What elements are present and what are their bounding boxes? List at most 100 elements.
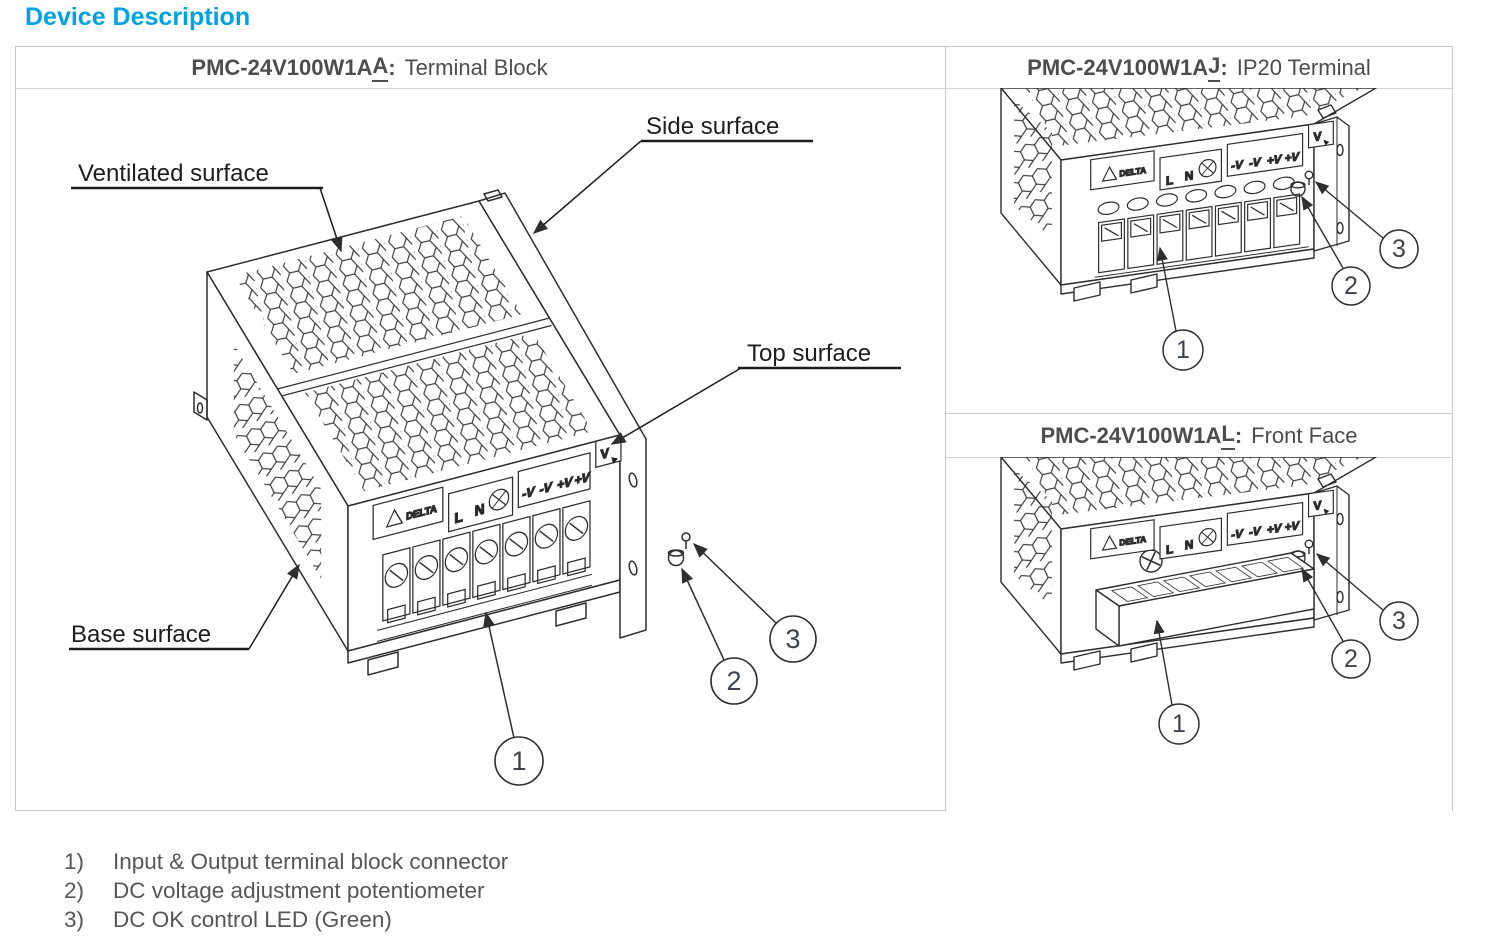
potentiometer: [1290, 181, 1306, 197]
left-ear: [193, 391, 208, 421]
output-label-box: [1226, 501, 1304, 547]
brand-logo: DELTA: [1119, 534, 1146, 548]
output-label-2: -V: [1249, 525, 1262, 539]
legend-item-1: 1)Input & Output terminal block connecto…: [64, 847, 508, 876]
output-label-3: +V: [557, 474, 574, 492]
output-label-1: -V: [1231, 528, 1244, 542]
dc-ok-led: [1304, 539, 1314, 554]
base-lip: [1060, 617, 1315, 664]
side-plate-ear: [1317, 473, 1337, 488]
model-colon: :: [388, 54, 396, 80]
output-label-3: +V: [1267, 153, 1283, 167]
side-plate: [1313, 116, 1350, 252]
side-leader: [532, 140, 642, 234]
base-feet: [367, 602, 587, 676]
potentiometer-symbol: [1198, 158, 1217, 178]
callout-1-leader: [1153, 619, 1173, 706]
callout-3-circle: [769, 615, 817, 663]
callout-2-leader: [1301, 567, 1344, 642]
callout-3-leader: [692, 542, 777, 624]
vent-pattern-front: [304, 333, 593, 491]
vent-pattern-top: [1024, 88, 1362, 146]
panel-front-face: PMC-24V100W1A L: Front Face: [946, 413, 1452, 811]
brand-logo: DELTA: [1119, 165, 1146, 179]
dc-ok-label: V: [1314, 498, 1322, 513]
legend-number: 3): [64, 907, 85, 932]
front-cover: [1095, 552, 1315, 647]
neutral-terminal-label: N: [1185, 168, 1194, 183]
neutral-terminal-label: N: [1185, 537, 1194, 552]
side-plate-slot-top: [1336, 143, 1344, 157]
callout-3-number: 3: [1392, 235, 1406, 263]
terminal-block-connector: [1094, 193, 1309, 278]
side-plate-slot-bottom: [1336, 221, 1344, 235]
side-plate-slot-top: [628, 472, 638, 488]
model-suffix-letter: J: [1208, 53, 1221, 82]
top-surface-label: Top surface: [747, 340, 871, 367]
output-label-4: +V: [1285, 520, 1301, 534]
vent-pattern-left: [233, 344, 322, 579]
output-label-box: [517, 452, 591, 509]
model-number: PMC-24V100W1A: [1040, 422, 1222, 448]
neutral-terminal-label: N: [475, 500, 485, 519]
dc-ok-led: [1304, 170, 1314, 185]
terminal-block-drawing: DELTA L N -V -V +V +V V: [69, 113, 901, 786]
variant-name: Terminal Block: [404, 54, 548, 80]
device-enclosure: [1000, 88, 1377, 302]
side-plate-ear: [1317, 104, 1337, 119]
callout-2-number: 2: [1344, 645, 1358, 673]
callout-1-number: 1: [1172, 710, 1186, 738]
ventilated-surface-label: Ventilated surface: [78, 160, 269, 187]
legend-number: 1): [64, 849, 85, 874]
variant-name: Front Face: [1251, 422, 1358, 448]
variant-name: IP20 Terminal: [1236, 54, 1371, 80]
base-surface-label: Base surface: [71, 621, 211, 648]
callout-legend: 1)Input & Output terminal block connecto…: [64, 847, 508, 934]
output-label-2: -V: [1249, 156, 1262, 170]
front-face-drawing: DELTA L N -V -V +V +V V: [1000, 457, 1419, 745]
line-terminal-label: L: [1166, 542, 1173, 557]
side-plate-slot-bottom: [628, 560, 638, 576]
input-label-box: [1159, 148, 1223, 191]
top-leader: [610, 367, 742, 445]
callout-1-number: 1: [511, 746, 526, 776]
callout-3-number: 3: [1392, 607, 1406, 635]
callout-3-leader: [1315, 553, 1384, 611]
callout-3-leader: [1314, 181, 1384, 239]
potentiometer-symbol: [488, 488, 510, 511]
front-panel-detail: DELTA L N -V -V +V +V V: [1090, 489, 1334, 560]
base-feet: [1073, 642, 1158, 671]
device-enclosure: [193, 189, 691, 676]
callouts: 1 2 3: [1156, 181, 1419, 371]
side-plate-ear: [483, 189, 503, 202]
dc-ok-label: V: [601, 445, 610, 462]
top-ridge-seam: [277, 317, 552, 398]
callout-2-number: 2: [726, 666, 741, 696]
potentiometer: [667, 549, 685, 567]
page-title: Device Description: [25, 3, 251, 31]
callout-2-circle: [1331, 266, 1371, 306]
ip20-terminal-openings: [1097, 176, 1295, 216]
potentiometer-symbol: [1198, 527, 1217, 547]
legend-item-3: 3)DC OK control LED (Green): [64, 905, 508, 934]
model-colon: :: [1234, 422, 1243, 448]
left-ear-hole: [196, 402, 204, 414]
callout-3-circle: [1379, 601, 1419, 641]
line-terminal-label: L: [454, 508, 463, 526]
output-label-3: +V: [1267, 522, 1283, 536]
front-panel-detail: DELTA L N -V -V +V +V V: [372, 433, 622, 642]
callouts: 1 2 3: [1153, 553, 1419, 745]
base-lip: [1060, 248, 1315, 295]
model-number: PMC-24V100W1A: [1027, 54, 1209, 80]
legend-text: DC voltage adjustment potentiometer: [113, 878, 485, 903]
warning-triangle-icon: [1101, 534, 1118, 551]
base-leader: [248, 563, 300, 650]
side-plate-slot-top: [1336, 512, 1344, 526]
vent-pattern-rear: [234, 216, 523, 374]
output-label-1: -V: [522, 484, 536, 502]
cover-slots: [1111, 556, 1304, 602]
